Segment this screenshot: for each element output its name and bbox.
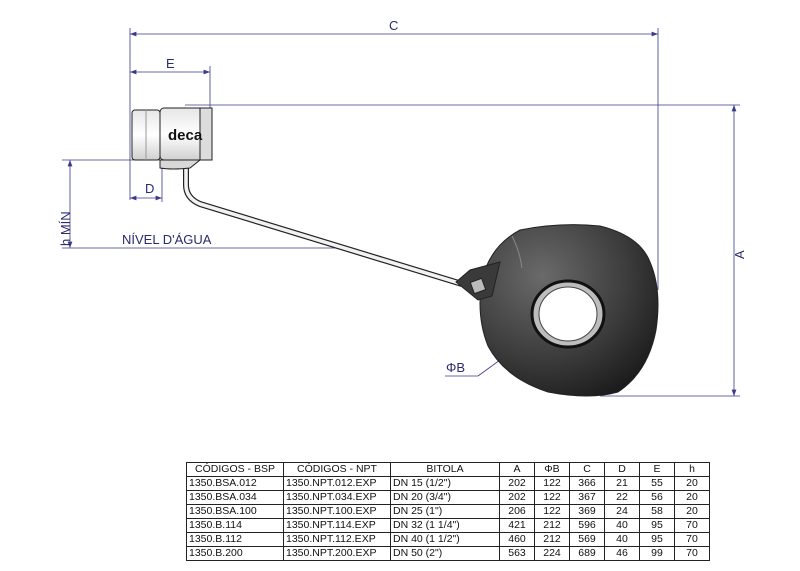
table-row: 1350.B.200 1350.NPT.200.EXP DN 50 (2") 5…: [186, 546, 710, 561]
table-cell: 1350.B.114: [186, 518, 284, 533]
table-cell: 206: [499, 504, 535, 519]
table-cell: 212: [534, 532, 570, 547]
table-cell: 1350.NPT.114.EXP: [283, 518, 391, 533]
valve-body: deca: [131, 107, 213, 170]
float-arm: [183, 168, 463, 287]
table-cell: 1350.BSA.034: [186, 490, 284, 505]
water-level-label: NÍVEL D'ÁGUA: [122, 232, 212, 247]
float-valve-drawing: deca C E D A h MÍN NÍVEL D'ÁGUA ΦB: [58, 18, 747, 397]
table-cell: 70: [674, 532, 710, 547]
table-cell: 569: [569, 532, 605, 547]
col-header: CÓDIGOS - BSP: [186, 462, 284, 477]
table-cell: 367: [569, 490, 605, 505]
table-cell: 212: [534, 518, 570, 533]
table-cell: 56: [639, 490, 675, 505]
table-cell: 689: [569, 546, 605, 561]
table-cell: 1350.B.200: [186, 546, 284, 561]
dim-label-e: E: [166, 56, 175, 71]
table-cell: 1350.NPT.034.EXP: [283, 490, 391, 505]
table-cell: 40: [604, 518, 640, 533]
table-cell: 95: [639, 518, 675, 533]
dim-label-a: A: [732, 250, 747, 259]
table-cell: DN 20 (3/4"): [390, 490, 500, 505]
table-cell: 55: [639, 476, 675, 491]
table-row: 1350.B.114 1350.NPT.114.EXP DN 32 (1 1/4…: [186, 518, 710, 533]
table-cell: 20: [674, 476, 710, 491]
col-header: E: [639, 462, 675, 477]
table-cell: 421: [499, 518, 535, 533]
table-row: 1350.BSA.100 1350.NPT.100.EXP DN 25 (1")…: [186, 504, 710, 519]
table-cell: 58: [639, 504, 675, 519]
spec-table: CÓDIGOS - BSP CÓDIGOS - NPT BITOLA A ΦB …: [186, 462, 710, 561]
table-cell: 40: [604, 532, 640, 547]
table-row: 1350.BSA.012 1350.NPT.012.EXP DN 15 (1/2…: [186, 476, 710, 491]
table-cell: 1350.BSA.100: [186, 504, 284, 519]
col-header: h: [674, 462, 710, 477]
table-cell: 122: [534, 490, 570, 505]
table-cell: 70: [674, 518, 710, 533]
table-header-row: CÓDIGOS - BSP CÓDIGOS - NPT BITOLA A ΦB …: [186, 462, 710, 477]
table-cell: 95: [639, 532, 675, 547]
table-cell: 20: [674, 490, 710, 505]
dim-label-d: D: [145, 181, 154, 196]
table-row: 1350.B.112 1350.NPT.112.EXP DN 40 (1 1/2…: [186, 532, 710, 547]
table-cell: 224: [534, 546, 570, 561]
table-cell: DN 50 (2"): [390, 546, 500, 561]
table-cell: DN 32 (1 1/4"): [390, 518, 500, 533]
table-row: 1350.BSA.034 1350.NPT.034.EXP DN 20 (3/4…: [186, 490, 710, 505]
table-cell: DN 40 (1 1/2"): [390, 532, 500, 547]
table-cell: 24: [604, 504, 640, 519]
brand-logo: deca: [168, 127, 203, 144]
table-cell: 460: [499, 532, 535, 547]
extension-lines: [62, 28, 740, 397]
table-cell: 563: [499, 546, 535, 561]
col-header: ΦB: [534, 462, 570, 477]
table-cell: 122: [534, 504, 570, 519]
table-cell: 99: [639, 546, 675, 561]
float-ball: [479, 224, 659, 397]
table-cell: 596: [569, 518, 605, 533]
table-cell: 70: [674, 546, 710, 561]
table-cell: 369: [569, 504, 605, 519]
table-cell: DN 15 (1/2"): [390, 476, 500, 491]
table-cell: 1350.NPT.100.EXP: [283, 504, 391, 519]
table-cell: 21: [604, 476, 640, 491]
table-cell: 46: [604, 546, 640, 561]
dim-label-phi-b: ΦB: [446, 360, 465, 375]
table-cell: 22: [604, 490, 640, 505]
col-header: A: [499, 462, 535, 477]
table-cell: 202: [499, 490, 535, 505]
col-header: D: [604, 462, 640, 477]
table-cell: DN 25 (1"): [390, 504, 500, 519]
table-cell: 122: [534, 476, 570, 491]
col-header: BITOLA: [390, 462, 500, 477]
table-cell: 20: [674, 504, 710, 519]
table-cell: 202: [499, 476, 535, 491]
dim-label-c: C: [389, 18, 398, 33]
col-header: CÓDIGOS - NPT: [283, 462, 391, 477]
table-cell: 1350.B.112: [186, 532, 284, 547]
table-cell: 1350.NPT.012.EXP: [283, 476, 391, 491]
table-cell: 366: [569, 476, 605, 491]
table-cell: 1350.BSA.012: [186, 476, 284, 491]
table-cell: 1350.NPT.112.EXP: [283, 532, 391, 547]
col-header: C: [569, 462, 605, 477]
dim-label-h-min: h MÍN: [58, 211, 73, 246]
arm-connector: [455, 261, 501, 301]
table-cell: 1350.NPT.200.EXP: [283, 546, 391, 561]
